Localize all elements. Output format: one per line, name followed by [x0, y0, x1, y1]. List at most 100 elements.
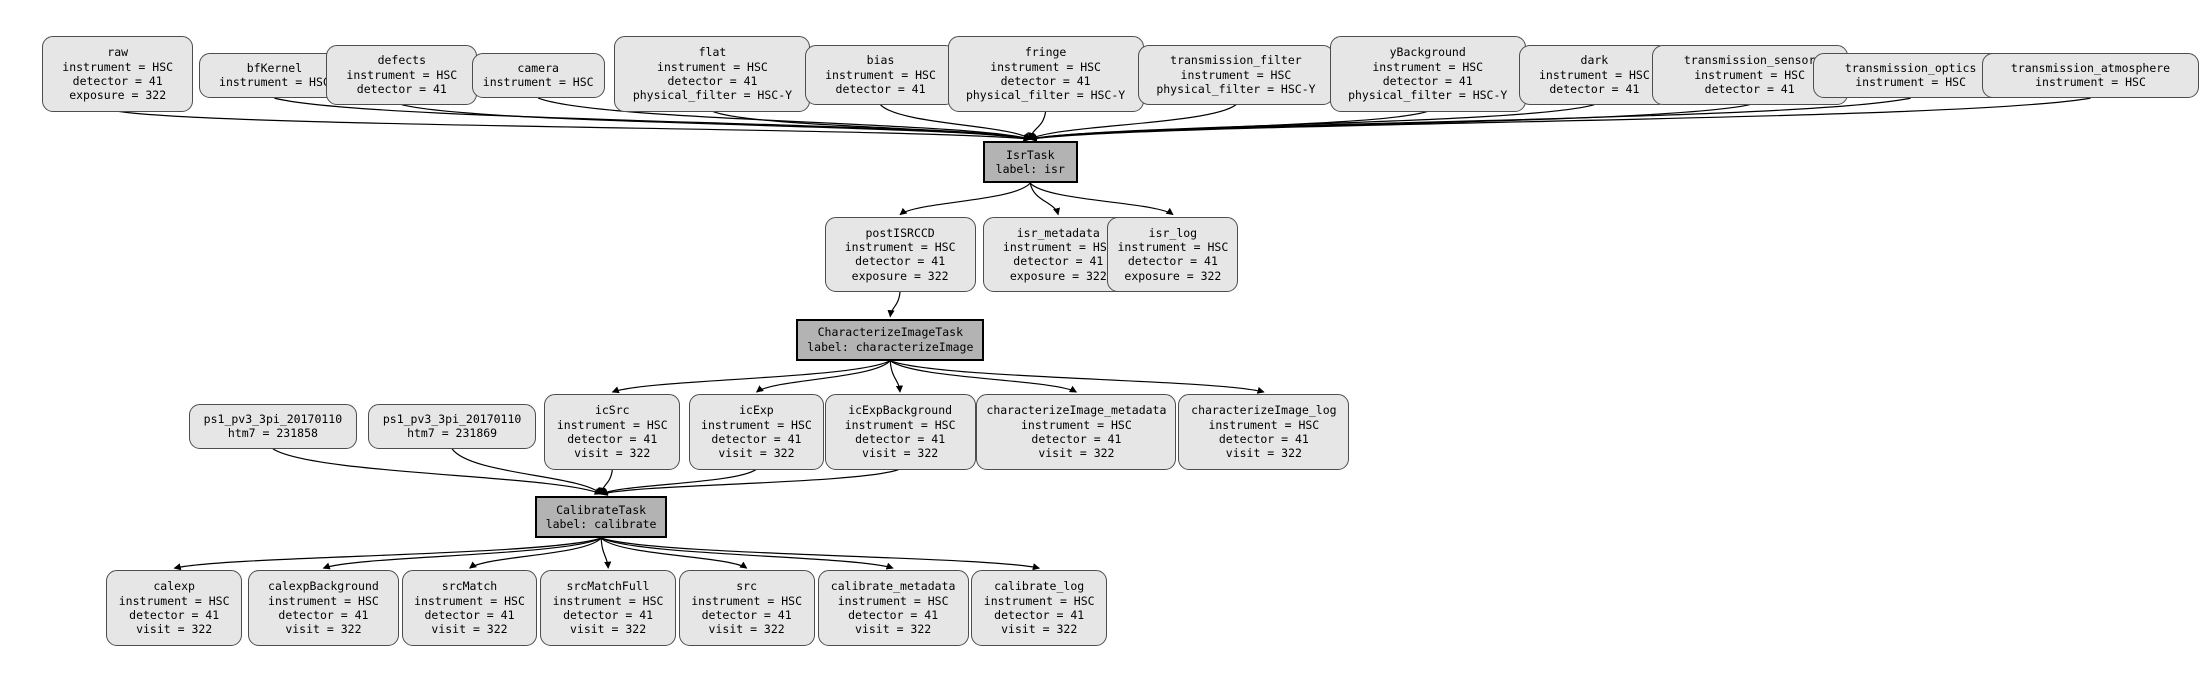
node-dimension: physical_filter = HSC-Y [1348, 88, 1508, 103]
node-dimension: instrument = HSC [346, 67, 458, 82]
node-dimension: instrument = HSC [2035, 75, 2146, 90]
node-dimension: instrument = HSC [1002, 240, 1114, 255]
node-dimension: detector = 41 [848, 607, 939, 622]
node-title: transmission_filter [1170, 53, 1302, 68]
node-title: IsrTask [1006, 147, 1055, 162]
node-dimension: visit = 322 [1038, 446, 1115, 461]
node-dimension: visit = 322 [718, 446, 795, 461]
node-title: flat [698, 45, 727, 60]
node-title: postISRCCD [865, 225, 935, 240]
edge-CalibrateTask-to-srcMatchFull [600, 538, 612, 569]
node-title: icSrc [594, 403, 630, 418]
node-dimension: instrument = HSC [556, 417, 668, 432]
node-title: yBackground [1389, 45, 1466, 60]
node-dimension: visit = 322 [431, 622, 508, 637]
node-dimension: physical_filter = HSC-Y [1156, 81, 1316, 96]
node-dimension: label: calibrate [545, 517, 657, 532]
edge-CalibrateTask-to-calibrate_metadata [600, 537, 894, 570]
node-title: calexp [153, 579, 195, 594]
node-dimension: exposure = 322 [1124, 268, 1222, 283]
node-title: defects [377, 53, 427, 68]
node-dimension: detector = 41 [1382, 74, 1473, 89]
node-title: calibrate_log [994, 579, 1085, 594]
node-dimension: instrument = HSC [657, 59, 768, 74]
node-title: transmission_atmosphere [2010, 61, 2171, 76]
edge-CharacterizeImageTask-to-icSrc [611, 360, 891, 394]
edge-icExp-to-CalibrateTask [600, 468, 757, 495]
node-dimension: detector = 41 [567, 431, 658, 446]
edge-IsrTask-to-isr_metadata [1029, 183, 1060, 216]
node-title: ps1_pv3_3pi_20170110 [203, 411, 343, 426]
node-title: transmission_optics [1844, 61, 1977, 76]
node-title: srcMatch [441, 579, 498, 594]
edge-raw-to-IsrTask [117, 110, 1031, 143]
node-dimension: detector = 41 [711, 431, 802, 446]
edge-IsrTask-to-isr_log [1029, 182, 1174, 216]
node-dimension: exposure = 322 [851, 268, 949, 283]
node-title: CalibrateTask [556, 502, 647, 517]
edge-icSrc-to-CalibrateTask [598, 469, 613, 495]
node-dimension: exposure = 322 [69, 88, 167, 103]
node-dimension: instrument = HSC [552, 593, 664, 608]
node-title: dark [1580, 53, 1609, 68]
node-dimension: detector = 41 [356, 81, 447, 96]
node-dimension: detector = 41 [701, 607, 792, 622]
node-dimension: instrument = HSC [844, 417, 956, 432]
node-dimension: detector = 41 [855, 254, 946, 269]
node-title: isr_log [1148, 225, 1198, 240]
node-dimension: detector = 41 [129, 607, 220, 622]
node-dimension: detector = 41 [855, 431, 946, 446]
edge-CalibrateTask-to-calibrate_log [601, 537, 1041, 571]
node-dimension: visit = 322 [574, 446, 651, 461]
node-dimension: label: isr [995, 162, 1065, 177]
node-dimension: visit = 322 [1001, 622, 1078, 637]
edge-CharacterizeImageTask-to-characterizeImage_metadata [889, 360, 1078, 393]
node-dimension: instrument = HSC [844, 240, 956, 255]
node-dimension: instrument = HSC [118, 593, 230, 608]
node-title: characterizeImage_log [1191, 403, 1337, 418]
node-title: bias [866, 53, 895, 68]
node-dimension: physical_filter = HSC-Y [632, 88, 793, 103]
node-dimension: instrument = HSC [1021, 417, 1132, 432]
node-dimension: visit = 322 [855, 622, 932, 637]
node-dimension: instrument = HSC [1372, 59, 1484, 74]
node-title: bfKernel [246, 61, 303, 76]
node-dimension: detector = 41 [1031, 431, 1122, 446]
node-dimension: detector = 41 [424, 607, 515, 622]
node-dimension: label: characterizeImage [807, 339, 974, 354]
node-dimension: instrument = HSC [825, 67, 936, 82]
node-dimension: instrument = HSC [691, 593, 803, 608]
